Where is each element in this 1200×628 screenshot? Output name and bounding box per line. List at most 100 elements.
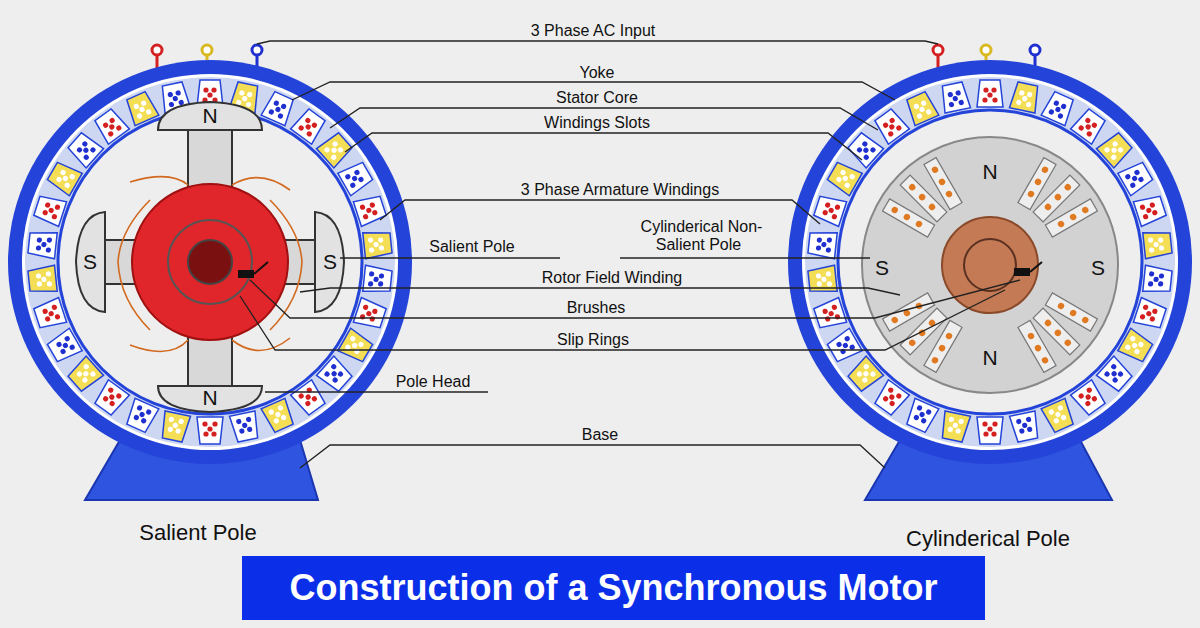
part-label: Cylinderical Non-Salient Pole — [620, 218, 780, 254]
label-text: Base — [579, 426, 621, 443]
part-label: Windings Slots — [517, 114, 677, 132]
slot — [353, 193, 387, 226]
label-text: S — [1091, 256, 1105, 279]
cylindrical-rotor — [862, 137, 1118, 393]
slot — [124, 90, 159, 125]
label-text: N — [982, 160, 997, 183]
slot — [261, 90, 296, 125]
slot — [93, 380, 130, 417]
slot — [977, 417, 1003, 444]
label-text: 3 Phase AC Input — [528, 22, 659, 39]
label-text: S — [83, 250, 97, 273]
part-label: Yoke — [557, 64, 637, 82]
part-label: Base — [565, 426, 635, 444]
slot — [1096, 131, 1133, 168]
label-text: Rotor Field Winding — [539, 269, 686, 286]
view-caption: Salient Pole — [98, 520, 298, 546]
pole-letter: N — [975, 160, 1005, 184]
part-label: Salient Pole — [407, 238, 537, 256]
slot — [826, 160, 862, 196]
slot — [826, 328, 862, 364]
part-label: Brushes — [541, 299, 651, 317]
label-text: Pole Head — [393, 373, 474, 390]
label-text: Stator Core — [553, 89, 641, 106]
slot — [33, 298, 67, 331]
slot — [363, 230, 393, 259]
label-text: Slip Rings — [554, 331, 632, 348]
pole-letter: S — [315, 250, 345, 274]
view-caption: Cylinderical Pole — [868, 526, 1108, 552]
rotor-slot — [1045, 199, 1097, 237]
brush-lead — [1030, 262, 1042, 272]
slot — [808, 230, 838, 259]
label-text: Brushes — [564, 299, 629, 316]
slot — [873, 107, 910, 144]
slot — [291, 107, 328, 144]
slot — [1010, 411, 1041, 443]
pole-letter: N — [195, 104, 225, 128]
slot — [46, 160, 82, 196]
slot — [1133, 298, 1167, 331]
part-label: Stator Core — [532, 89, 662, 107]
label-text: Salient Pole — [139, 520, 256, 545]
stator — [8, 60, 1192, 464]
slot — [939, 411, 970, 443]
pole-letter: S — [867, 256, 897, 280]
leader-lines — [240, 41, 1020, 468]
part-label: Pole Head — [378, 373, 488, 391]
slot — [261, 398, 296, 433]
slot — [124, 398, 159, 433]
rotor-slot — [900, 175, 947, 222]
label-text: Cylinderical Non-Salient Pole — [638, 218, 763, 253]
slot — [1041, 90, 1076, 125]
salient-rotor — [76, 102, 344, 412]
slot — [93, 107, 130, 144]
slot — [66, 356, 103, 393]
slot — [363, 265, 393, 294]
slot — [159, 411, 190, 443]
slot — [1118, 328, 1154, 364]
slot — [1041, 398, 1076, 433]
label-text: S — [323, 250, 337, 273]
part-label: Rotor Field Winding — [512, 269, 712, 287]
slot — [813, 298, 847, 331]
title-box: Construction of a Synchronous Motor — [242, 556, 985, 620]
slip-ring — [168, 220, 252, 304]
slot — [1118, 160, 1154, 196]
rotor-slot — [883, 293, 935, 331]
slot — [1143, 230, 1173, 259]
slot — [846, 356, 883, 393]
pole-letter: N — [975, 346, 1005, 370]
slot — [197, 417, 223, 444]
pole-letter: S — [1083, 256, 1113, 280]
label-text: Salient Pole — [426, 238, 517, 255]
part-label: Slip Rings — [538, 331, 648, 349]
slot — [808, 265, 838, 294]
slot — [846, 131, 883, 168]
rotor-slot — [924, 158, 962, 210]
slot — [33, 193, 67, 226]
part-label: 3 Phase Armature Windings — [490, 181, 750, 199]
title-text: Construction of a Synchronous Motor — [290, 567, 938, 609]
label-text: S — [875, 256, 889, 279]
slot — [291, 380, 328, 417]
brush — [1014, 268, 1030, 276]
label-text: Cylinderical Pole — [906, 526, 1070, 551]
label-text: Windings Slots — [541, 114, 653, 131]
slot — [1143, 265, 1173, 294]
title-banner — [242, 556, 985, 620]
slot — [939, 81, 970, 113]
rotor-slot — [1018, 320, 1056, 372]
part-label: 3 Phase AC Input — [483, 22, 703, 40]
slot — [1010, 81, 1041, 113]
slot — [904, 90, 939, 125]
slot — [1096, 356, 1133, 393]
label-text: Yoke — [577, 64, 618, 81]
slot — [316, 356, 353, 393]
pole-letter: S — [75, 250, 105, 274]
shaft — [188, 240, 232, 284]
slot — [66, 131, 103, 168]
winding-slots — [28, 80, 1173, 444]
brush-lead — [254, 262, 268, 274]
